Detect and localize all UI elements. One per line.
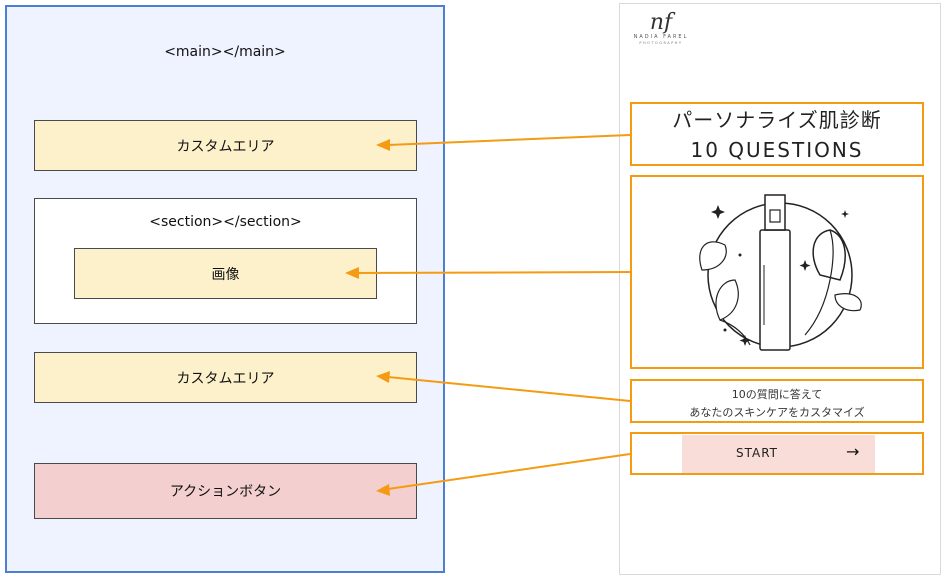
custom-area-label-1: カスタムエリア [176,138,275,155]
custom-area-box-2: カスタムエリア [34,352,417,403]
title-highlight-box [630,102,924,166]
logo-mark: nf [649,10,673,35]
action-button-box: アクションボタン [34,463,417,519]
image-box: 画像 [74,248,377,299]
sparkle [739,335,751,346]
description-line-1: 10の質問に答えて [731,388,823,401]
description-line-2: あなたのスキンケアをカスタマイズ [689,406,865,419]
start-button-label: START [735,446,779,460]
leaf-left-top [699,241,727,271]
custom-area-box-1: カスタムエリア [34,120,417,171]
arrow-right-icon: → [846,442,860,461]
sparkle [841,210,849,218]
image-label: 画像 [211,266,240,283]
sparkle [799,260,811,271]
action-button-label: アクションボタン [169,484,282,500]
start-button[interactable] [682,435,875,473]
logo-subtitle: PHOTOGRAPHY [639,41,683,45]
description-highlight-box [630,379,924,423]
leaf-left-bottom [715,279,739,321]
logo-name: NADIA FAREL [633,34,689,40]
title-main: パーソナライズ肌診断 [672,108,882,132]
skincare-illustration [699,194,862,351]
title-sub: 10 QUESTIONS [690,138,864,162]
sparkle [711,205,725,219]
leaf-right [834,293,862,312]
custom-area-label-2: カスタムエリア [176,370,275,387]
main-tag-label: <main></main> [164,44,286,60]
tulip-flower [812,229,846,281]
bottle-pump [764,194,786,231]
section-tag-label: <section></section> [149,214,302,230]
